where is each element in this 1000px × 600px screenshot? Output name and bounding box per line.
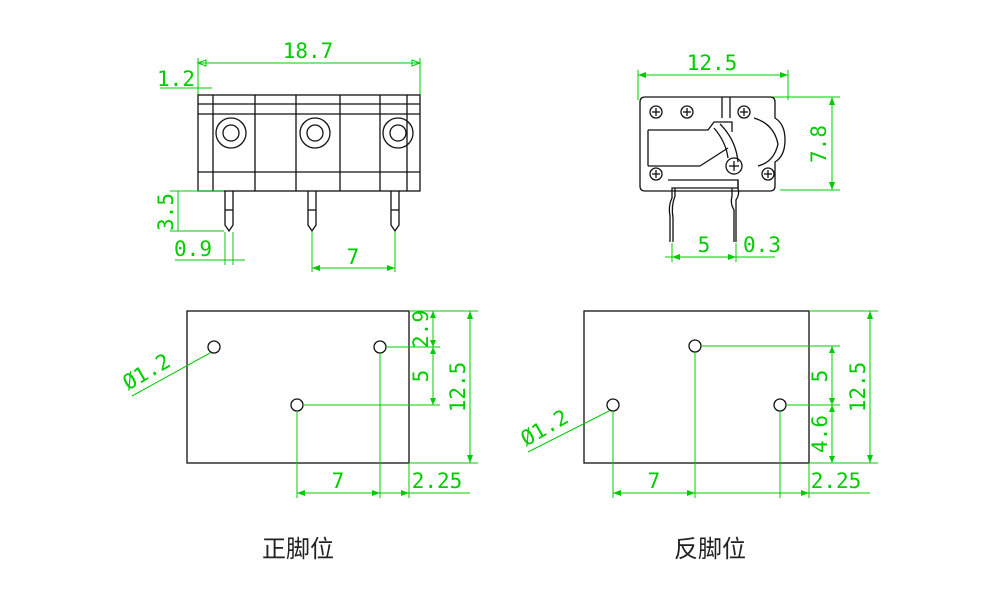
pin-hole [373,340,387,354]
dim-edge-offset: 1.2 [157,67,195,91]
dim-side-pin-pitch: 5 [698,233,711,257]
dim-body-height: 7.8 [807,125,831,163]
hole-layout-front: Ø1.2 2.9 5 12.5 7 2.25 正脚位 [119,310,478,563]
terminal-front-view: 18.7 1.2 3.5 [154,39,422,272]
dim-edge-distance: 2.25 [412,469,463,493]
caption-front-pin: 正脚位 [262,535,334,563]
screw-icon [215,117,247,149]
dim-pin-pitch: 7 [347,245,360,269]
dim-side-pin-width: 0.3 [743,233,781,257]
screw-icon [299,117,331,149]
dim-row-spacing-reverse: 5 [808,370,832,383]
dim-pin-length: 3.5 [154,193,178,231]
dim-hole-pitch: 7 [332,469,345,493]
dim-overall-width: 18.7 [283,39,334,63]
hole-layout-reverse: Ø1.2 5 4.6 12.5 7 2.25 反脚位 [517,310,878,563]
dim-hole-pitch-reverse: 7 [648,469,661,493]
dim-bottom-offset: 4.6 [808,415,832,453]
dim-top-offset: 2.9 [409,310,433,348]
dim-edge-distance-reverse: 2.25 [811,469,862,493]
dim-pin-width: 0.9 [174,237,212,261]
pin-hole [290,398,304,412]
terminal-side-view: 12.5 7.8 5 0.3 [637,51,840,262]
dim-total-height-reverse: 12.5 [846,362,870,413]
dim-row-spacing: 5 [409,370,433,383]
pin-hole [606,398,620,412]
caption-reverse-pin: 反脚位 [674,535,746,563]
pin-hole [773,398,787,412]
pin-hole [207,340,221,354]
dim-total-height: 12.5 [446,362,470,413]
pin-hole [688,339,702,353]
dim-body-width: 12.5 [687,51,738,75]
screw-icon [382,117,414,149]
